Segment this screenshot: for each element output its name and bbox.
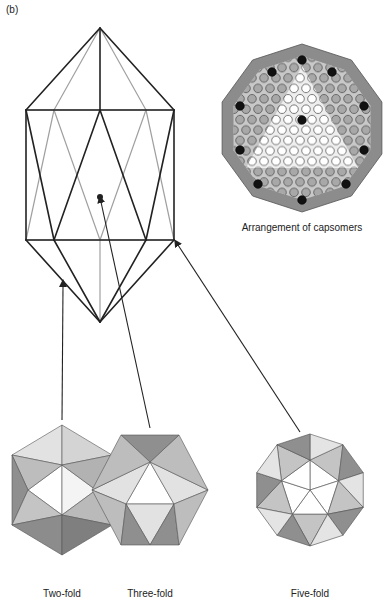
label-holder: Five-fold xyxy=(291,588,329,600)
five-fold-view xyxy=(234,422,380,567)
view-caption: Five-fold xyxy=(291,588,329,600)
three-fold-view xyxy=(92,435,208,545)
view-caption: Two-fold xyxy=(43,588,81,600)
icosahedron xyxy=(26,28,174,322)
label-holder: Arrangement of capsomers xyxy=(242,222,363,234)
leader-arrows xyxy=(62,202,300,432)
label-holder: (b) xyxy=(6,4,18,16)
capsomer-arrangement xyxy=(222,44,382,212)
panel-letter: (b) xyxy=(6,4,18,16)
label-holder: Two-fold xyxy=(43,588,81,600)
view-caption: Three-fold xyxy=(127,588,173,600)
figure-caption: Arrangement of capsomers xyxy=(242,222,363,234)
label-holder: Three-fold xyxy=(127,588,173,600)
